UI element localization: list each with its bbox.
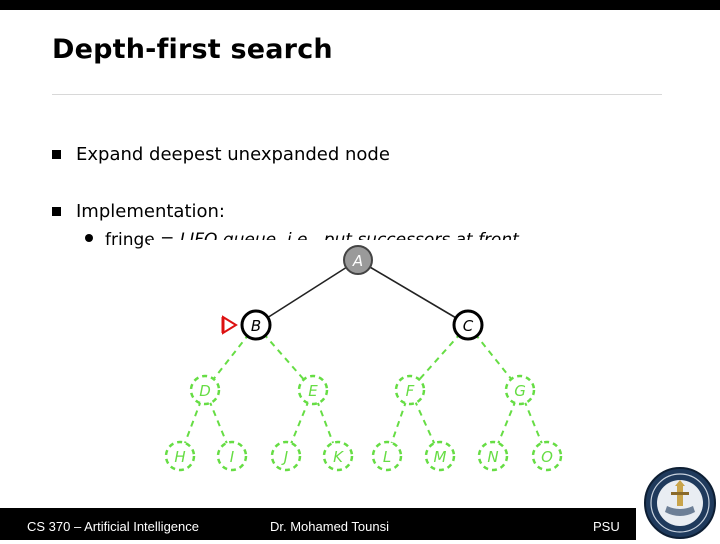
footer-course: CS 370 – Artificial Intelligence: [27, 519, 199, 534]
svg-text:E: E: [308, 382, 318, 400]
svg-text:D: D: [199, 382, 211, 400]
node-h: H: [164, 440, 196, 472]
svg-text:C: C: [463, 317, 474, 335]
slide-title: Depth-first search: [52, 34, 333, 65]
round-bullet-icon: [85, 234, 93, 242]
square-bullet-icon: [52, 150, 61, 159]
svg-text:B: B: [251, 317, 261, 335]
svg-text:K: K: [333, 448, 344, 466]
edge-a-b: [255, 259, 359, 326]
node-f: F: [394, 374, 426, 406]
node-e: E: [297, 374, 329, 406]
square-bullet-icon: [52, 207, 61, 216]
node-d: D: [189, 374, 221, 406]
node-g: G: [504, 374, 536, 406]
search-tree-diagram: A B C D E F G: [150, 240, 580, 480]
university-seal-icon: [643, 466, 717, 540]
bullet-1-text: Expand deepest unexpanded node: [76, 144, 390, 165]
node-b: B: [240, 309, 272, 341]
node-n: N: [477, 440, 509, 472]
svg-text:A: A: [352, 252, 363, 270]
svg-text:I: I: [230, 448, 235, 466]
slide-footer: CS 370 – Artificial Intelligence Dr. Moh…: [0, 508, 636, 540]
svg-text:L: L: [383, 448, 391, 466]
svg-text:G: G: [514, 382, 526, 400]
footer-school: PSU: [593, 519, 620, 534]
svg-text:N: N: [487, 448, 498, 466]
node-l: L: [371, 440, 403, 472]
node-c: C: [452, 309, 484, 341]
svg-text:J: J: [281, 448, 288, 466]
node-o: O: [531, 440, 563, 472]
svg-text:O: O: [541, 448, 553, 466]
footer-instructor: Dr. Mohamed Tounsi: [270, 519, 389, 534]
title-divider: [52, 94, 662, 95]
current-node-pointer-icon: [221, 315, 238, 335]
svg-text:F: F: [406, 382, 415, 400]
bullet-2-text: Implementation:: [76, 201, 225, 222]
node-i: I: [216, 440, 248, 472]
svg-text:M: M: [434, 448, 447, 466]
top-bar: [0, 0, 720, 10]
search-tree-svg: A B C D E F G: [150, 240, 580, 480]
node-j: J: [270, 440, 302, 472]
node-a: A: [343, 245, 373, 275]
node-k: K: [322, 440, 354, 472]
edge-a-c: [357, 259, 469, 326]
node-m: M: [424, 440, 456, 472]
svg-text:H: H: [174, 448, 185, 466]
